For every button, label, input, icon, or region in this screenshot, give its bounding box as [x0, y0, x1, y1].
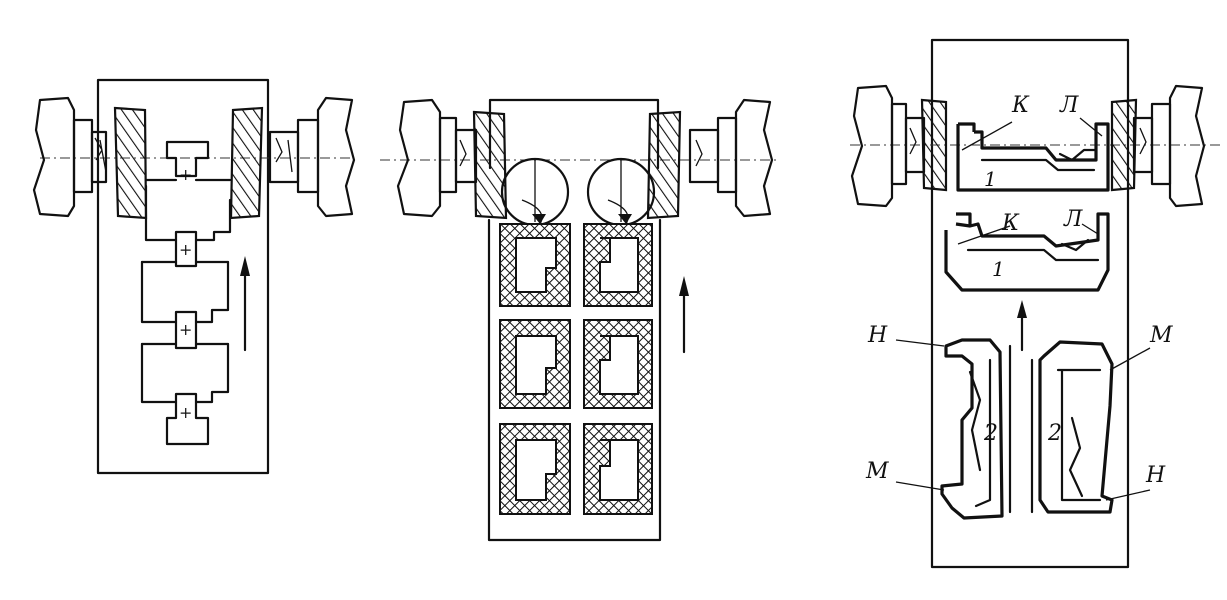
- feed-arrow-middle: [679, 276, 689, 354]
- cutter-left-b: [229, 106, 264, 220]
- feed-arrow-right: [1017, 300, 1027, 352]
- table-plate-left: [96, 78, 270, 475]
- cell-r2-right: [583, 319, 653, 409]
- label-1-mid: 1: [992, 257, 1005, 281]
- cell-r1-right: [583, 223, 653, 307]
- cell-r3-left: [499, 423, 571, 515]
- plus-mark-4: +: [179, 403, 192, 422]
- feed-arrow-left: [240, 256, 250, 352]
- disc-cutter-a: [500, 157, 570, 227]
- leader-lines: [895, 117, 1151, 501]
- workpiece-1-top: [956, 122, 1110, 192]
- label-n-right: Н: [1145, 463, 1166, 488]
- cell-r1-left: [499, 223, 571, 307]
- label-k-top: К: [1011, 93, 1030, 118]
- label-l-mid: Л: [1063, 207, 1083, 232]
- cell-r2-left: [499, 319, 571, 409]
- disc-cutter-b: [586, 157, 656, 227]
- label-m-right: М: [1149, 323, 1173, 348]
- cutter-right-b: [1110, 98, 1138, 192]
- spindle-middle-a: [396, 98, 478, 218]
- label-2-right: 2: [1047, 421, 1062, 446]
- spindle-middle-b: [688, 98, 774, 218]
- label-n-left: Н: [867, 323, 888, 348]
- label-1-top: 1: [984, 167, 997, 191]
- cutter-left-a: [113, 106, 148, 220]
- workpiece-3: +: [140, 260, 230, 350]
- cutter-middle-b: [646, 110, 682, 220]
- table-plate-right: [930, 38, 1130, 569]
- workpiece-2-right: [1030, 340, 1114, 514]
- plus-mark-1: +: [179, 165, 192, 184]
- scheme-right: К Л 1 К Л 1 Н М М Н 2 2: [850, 38, 1220, 569]
- plus-mark-3: +: [179, 320, 192, 339]
- label-2-left: 2: [983, 421, 998, 446]
- spindle-right-a: [850, 84, 926, 208]
- spindle-left-b: [268, 96, 356, 218]
- spindle-right-b: [1132, 84, 1206, 208]
- label-k-mid: К: [1001, 211, 1020, 236]
- label-m-left: М: [865, 459, 889, 484]
- carrier-block: [488, 98, 660, 170]
- plus-mark-2: +: [179, 240, 192, 259]
- workpiece-4: +: [140, 342, 230, 446]
- workpiece-1-mid: [944, 212, 1110, 292]
- workpiece-2: +: [140, 184, 232, 268]
- fixture-cells: [499, 223, 653, 515]
- cell-r3-right: [583, 423, 653, 515]
- workpiece-top: +: [144, 140, 232, 184]
- workpiece-2-left: [940, 338, 1012, 520]
- spindle-left-a: [32, 96, 108, 218]
- cutter-right-a: [920, 98, 948, 192]
- label-l-top: Л: [1059, 93, 1079, 118]
- scheme-middle: [380, 98, 780, 542]
- scheme-left: + + + +: [32, 78, 356, 475]
- fixture-plate: [487, 218, 662, 542]
